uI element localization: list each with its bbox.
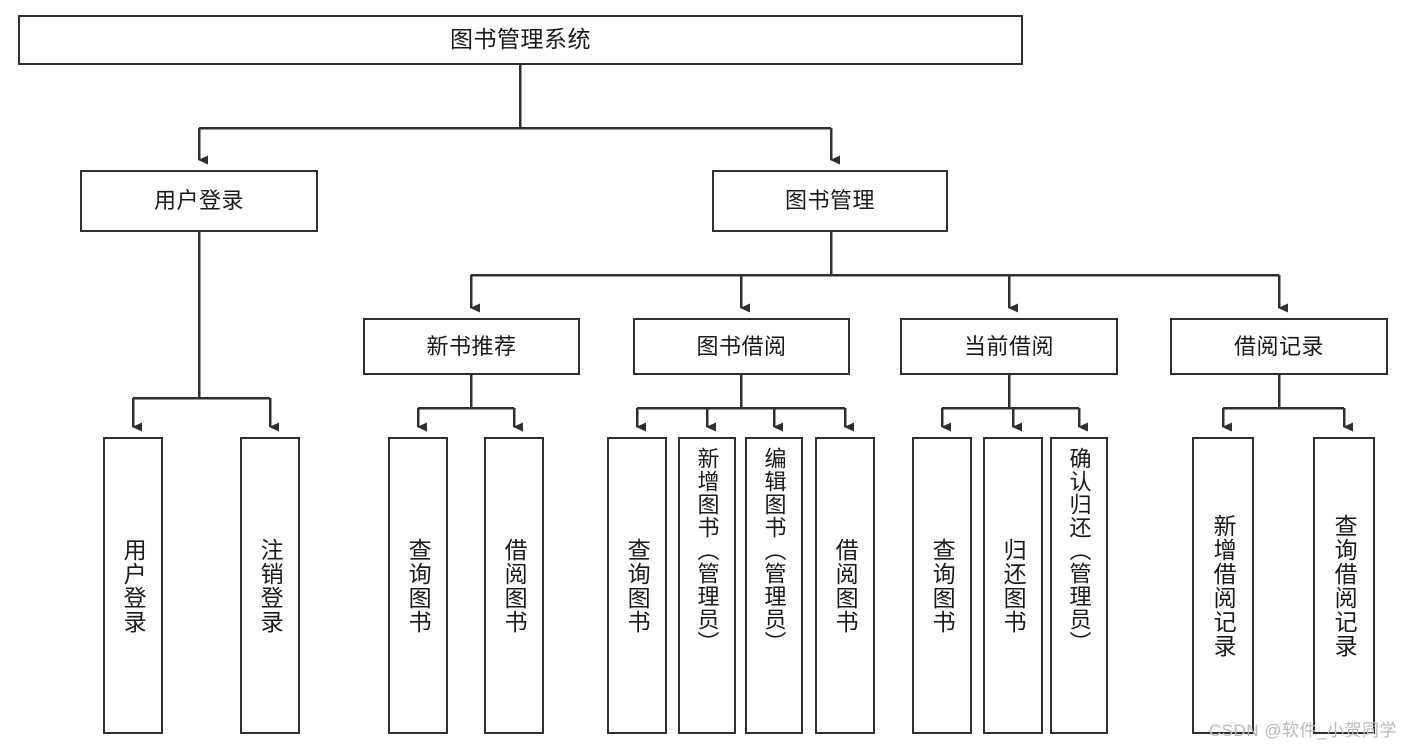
node-leaf-query-record-label: 查询借阅记录 [1331, 513, 1358, 658]
node-leaf-query-book-cur[interactable]: 查询图书 [912, 437, 972, 734]
node-leaf-add-book[interactable]: 新增图书（管理员） [678, 437, 736, 734]
node-current-borrow-label: 当前借阅 [963, 333, 1054, 359]
node-user-login[interactable]: 用户登录 [80, 170, 318, 232]
node-book-manage[interactable]: 图书管理 [712, 170, 948, 232]
node-leaf-logout-login[interactable]: 注销登录 [240, 437, 300, 734]
node-new-book-recommend[interactable]: 新书推荐 [363, 318, 580, 375]
node-leaf-add-record[interactable]: 新增借阅记录 [1192, 437, 1254, 734]
node-leaf-edit-book-label: 编辑图书（管理员） [761, 447, 787, 654]
node-leaf-edit-book[interactable]: 编辑图书（管理员） [745, 437, 803, 734]
node-leaf-query-book-borrow-label: 查询图书 [624, 537, 651, 634]
node-book-manage-label: 图书管理 [784, 188, 875, 214]
node-root[interactable]: 图书管理系统 [18, 15, 1023, 65]
node-leaf-query-book-rec[interactable]: 查询图书 [388, 437, 448, 734]
node-leaf-query-record[interactable]: 查询借阅记录 [1313, 437, 1375, 734]
node-leaf-query-book-rec-label: 查询图书 [405, 537, 432, 634]
node-current-borrow[interactable]: 当前借阅 [900, 318, 1118, 375]
node-leaf-borrow-book[interactable]: 借阅图书 [815, 437, 875, 734]
node-leaf-return-book-label: 归还图书 [1000, 537, 1027, 634]
node-leaf-logout-login-label: 注销登录 [257, 537, 284, 634]
node-leaf-borrow-book-label: 借阅图书 [832, 537, 859, 634]
node-leaf-borrow-book-rec-label: 借阅图书 [501, 537, 528, 634]
node-root-label: 图书管理系统 [450, 26, 591, 53]
node-user-login-label: 用户登录 [153, 188, 244, 214]
node-borrow-record[interactable]: 借阅记录 [1170, 318, 1388, 375]
node-book-borrow[interactable]: 图书借阅 [633, 318, 850, 375]
node-leaf-return-book[interactable]: 归还图书 [983, 437, 1043, 734]
node-leaf-user-login-label: 用户登录 [120, 537, 147, 634]
node-borrow-record-label: 借阅记录 [1233, 333, 1324, 359]
node-leaf-user-login[interactable]: 用户登录 [103, 437, 163, 734]
node-leaf-confirm-return[interactable]: 确认归还（管理员） [1050, 437, 1108, 734]
node-leaf-query-book-cur-label: 查询图书 [929, 537, 956, 634]
node-leaf-borrow-book-rec[interactable]: 借阅图书 [484, 437, 544, 734]
node-leaf-query-book-borrow[interactable]: 查询图书 [607, 437, 667, 734]
node-leaf-confirm-return-label: 确认归还（管理员） [1066, 447, 1092, 654]
watermark: CSDN @软件_小贺同学 [1208, 721, 1397, 740]
node-new-book-recommend-label: 新书推荐 [426, 333, 517, 359]
node-leaf-add-book-label: 新增图书（管理员） [694, 447, 720, 654]
node-leaf-add-record-label: 新增借阅记录 [1210, 513, 1237, 658]
node-book-borrow-label: 图书借阅 [696, 333, 787, 359]
